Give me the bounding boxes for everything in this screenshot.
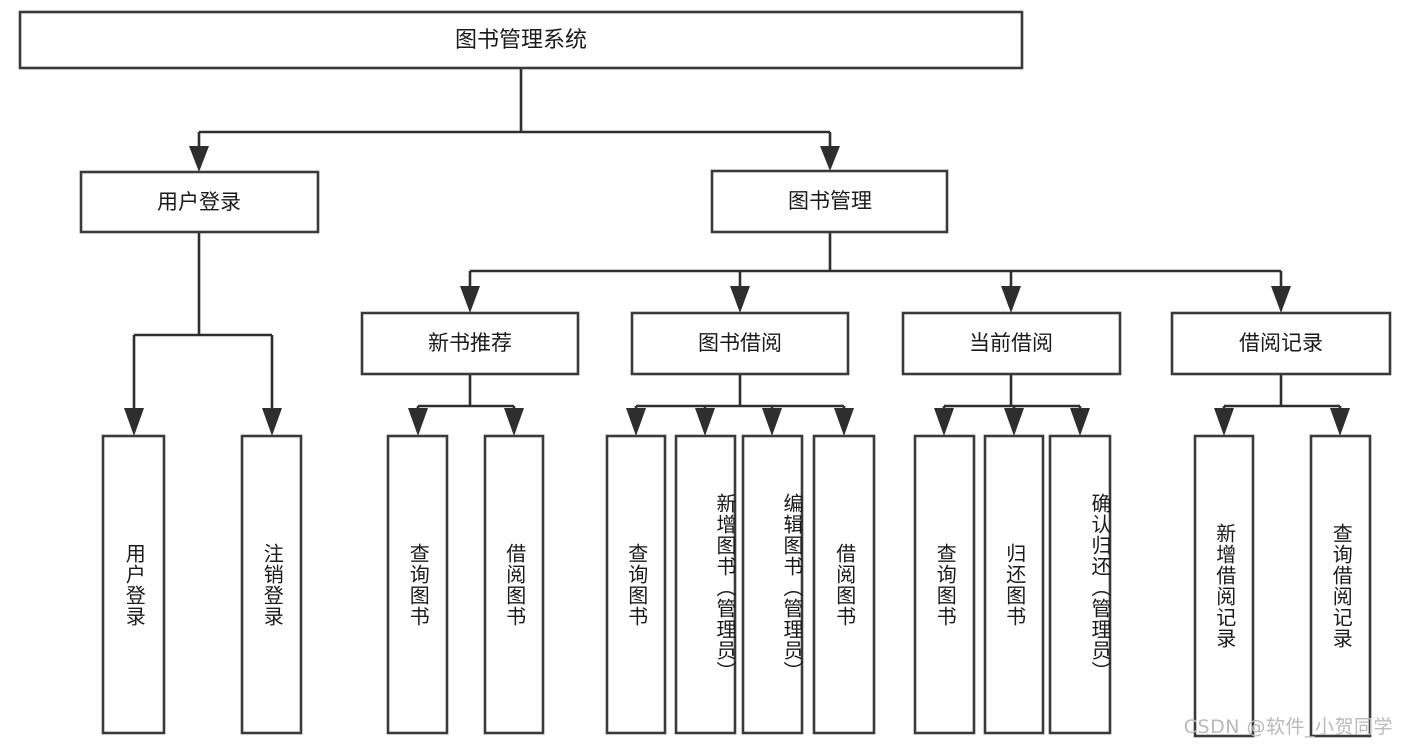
node-user-login-box[interactable] — [79, 170, 320, 234]
watermark-text: CSDN @软件_小贺同学 — [1183, 716, 1393, 738]
leaf-box-add-record[interactable] — [1193, 434, 1255, 738]
node-book-borrow-box[interactable] — [630, 311, 850, 376]
node-current-borrow[interactable]: 当前借阅 — [901, 311, 1122, 376]
arrow-bb-leaf-1 — [626, 408, 646, 436]
connector-group-new-book-recommend — [408, 374, 524, 436]
leaf-box-borrow-book-2[interactable] — [812, 434, 876, 735]
connector-group-current-borrow — [934, 374, 1090, 436]
arrow-bb-leaf-3 — [762, 408, 782, 436]
node-new-book-recommend-box[interactable] — [360, 311, 580, 376]
arrow-br-leaf-1 — [1214, 408, 1234, 436]
arrow-br-leaf-2 — [1330, 408, 1350, 436]
leaf-box-edit-book[interactable] — [741, 434, 804, 735]
node-root-label: 图书管理系统 — [455, 28, 587, 53]
node-book-manage-box[interactable] — [710, 169, 949, 234]
leaf-boxes-group — [101, 434, 1372, 738]
leaf-box-query-record[interactable] — [1309, 434, 1372, 738]
arrow-to-new-book-recommend — [460, 286, 480, 313]
arrow-user-login-leaf-1 — [124, 408, 144, 436]
arrow-nbr-leaf-1 — [408, 408, 428, 436]
node-user-login[interactable]: 用户登录 — [79, 170, 320, 234]
leaf-box-user-logout[interactable] — [240, 434, 303, 735]
node-root[interactable]: 图书管理系统 — [18, 10, 1024, 70]
node-book-borrow-label: 图书借阅 — [698, 331, 782, 355]
connector-group-book-borrow — [626, 374, 854, 436]
arrow-cb-leaf-3 — [1070, 408, 1090, 436]
node-root-box[interactable] — [18, 10, 1024, 70]
arrow-root-to-user-login — [189, 146, 209, 172]
arrow-root-to-book-manage — [820, 146, 840, 171]
connector-group-book-manage — [460, 232, 1291, 313]
node-current-borrow-box[interactable] — [901, 311, 1122, 376]
arrow-to-borrow-record — [1271, 286, 1291, 313]
connector-group-root — [189, 68, 840, 172]
node-new-book-recommend-label: 新书推荐 — [428, 331, 512, 355]
arrow-user-login-leaf-2 — [262, 408, 282, 436]
leaf-box-query-book-1[interactable] — [386, 434, 449, 735]
leaf-box-borrow-book-1[interactable] — [483, 434, 545, 735]
arrow-bb-leaf-2 — [695, 408, 715, 436]
leaf-box-user-login[interactable] — [101, 434, 166, 735]
connector-group-borrow-record — [1214, 374, 1350, 436]
connector-group-user-login — [124, 232, 282, 436]
leaf-box-query-book-3[interactable] — [913, 434, 976, 735]
leaf-box-return-book[interactable] — [983, 434, 1045, 735]
node-borrow-record[interactable]: 借阅记录 — [1170, 311, 1392, 376]
node-user-login-label: 用户登录 — [157, 190, 241, 214]
leaf-box-confirm-return[interactable] — [1048, 434, 1112, 735]
node-borrow-record-label: 借阅记录 — [1239, 331, 1323, 355]
node-current-borrow-label: 当前借阅 — [969, 331, 1053, 355]
node-new-book-recommend[interactable]: 新书推荐 — [360, 311, 580, 376]
node-borrow-record-box[interactable] — [1170, 311, 1392, 376]
arrow-to-current-borrow — [1001, 286, 1021, 313]
node-book-manage-label: 图书管理 — [788, 189, 872, 213]
arrow-to-book-borrow — [730, 286, 750, 313]
leaf-box-query-book-2[interactable] — [605, 434, 667, 735]
node-book-borrow[interactable]: 图书借阅 — [630, 311, 850, 376]
node-book-manage[interactable]: 图书管理 — [710, 169, 949, 234]
arrow-nbr-leaf-2 — [504, 408, 524, 436]
arrow-bb-leaf-4 — [834, 408, 854, 436]
arrow-cb-leaf-2 — [1004, 408, 1024, 436]
arrow-cb-leaf-1 — [934, 408, 954, 436]
leaf-box-add-book[interactable] — [674, 434, 737, 735]
